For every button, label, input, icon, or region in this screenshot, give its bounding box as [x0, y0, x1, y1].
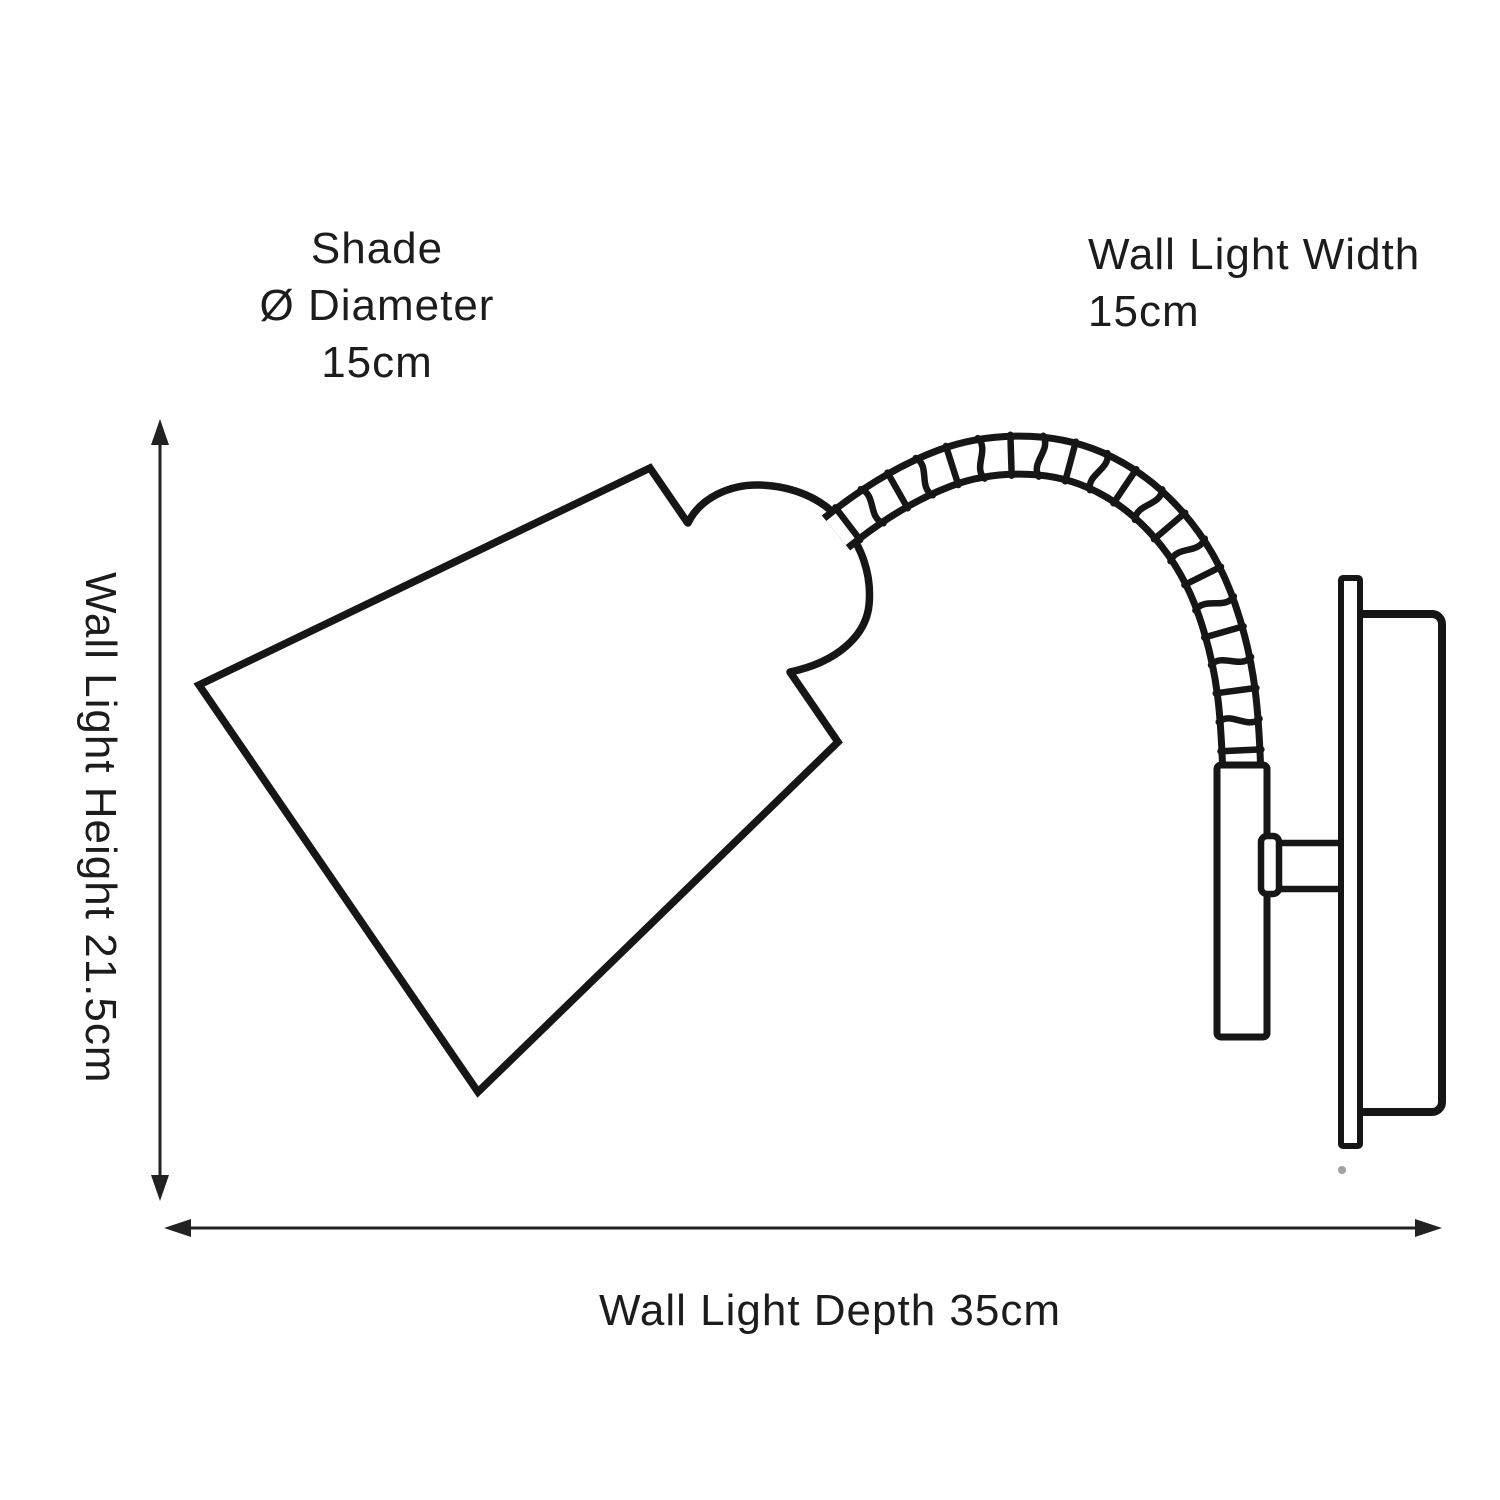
shade-diameter-label-line3: 15cm — [321, 338, 433, 387]
arrowhead-left-icon — [164, 1219, 191, 1237]
gooseneck-rib-wave — [857, 485, 887, 527]
speck-dot — [1338, 1166, 1346, 1174]
gooseneck-rib-wave — [1192, 593, 1238, 614]
arm-holder — [1213, 761, 1271, 1041]
depth-dimension-line — [164, 1219, 1442, 1237]
gooseneck-rib-line — [884, 469, 911, 512]
gooseneck-rib-line — [1110, 466, 1140, 507]
wall-light-width-label: Wall Light Width 15cm — [1088, 226, 1420, 340]
bulb-holder-fill — [681, 484, 870, 677]
arrowhead-up-icon — [151, 419, 169, 445]
gooseneck-rib-wave — [912, 454, 937, 499]
shade-diameter-label-line2: Ø Diameter — [259, 281, 495, 330]
gooseneck-rib-line — [1007, 431, 1015, 479]
gooseneck-rib-wave — [1033, 432, 1049, 480]
gooseneck-rib-line — [832, 504, 864, 544]
gooseneck-rib-line — [1200, 623, 1247, 641]
shade-diameter-label-line1: Shade — [310, 224, 444, 273]
wall-plate-back — [1350, 610, 1446, 1116]
wall-light-width-label-line1: Wall Light Width — [1088, 230, 1421, 279]
gooseneck-rib-line — [942, 442, 962, 489]
gooseneck-rib-wave — [1207, 653, 1255, 669]
shade-diameter-label: Shade Ø Diameter 15cm — [177, 220, 577, 391]
gooseneck-rib-line — [1181, 563, 1225, 589]
arrowhead-down-icon — [151, 1175, 169, 1201]
wall-light-depth-label: Wall Light Depth 35cm — [598, 1286, 1061, 1335]
bracket-connector-cap — [1257, 832, 1283, 898]
arrowhead-right-icon — [1415, 1219, 1442, 1237]
height-dimension-line — [151, 419, 169, 1201]
gooseneck-rib-line — [1217, 746, 1265, 755]
gooseneck-rib-wave — [1215, 715, 1263, 726]
gooseneck-rib-wave — [1131, 486, 1166, 524]
wall-light-height-label: Wall Light Height 21.5cm — [76, 572, 125, 1084]
gooseneck-rib-wave — [974, 434, 988, 482]
wall-plate-front-bar — [1338, 575, 1363, 1149]
gooseneck-arm-core — [826, 439, 1258, 779]
gooseneck-rib-wave — [1167, 535, 1209, 565]
gooseneck-rib-line — [1150, 509, 1189, 543]
gooseneck-rib-line — [1061, 438, 1080, 485]
wall-light-width-label-line2: 15cm — [1088, 287, 1200, 336]
gooseneck-rib-line — [1212, 684, 1260, 697]
gooseneck-ribs — [832, 431, 1265, 755]
gooseneck-rib-wave — [1086, 449, 1111, 494]
